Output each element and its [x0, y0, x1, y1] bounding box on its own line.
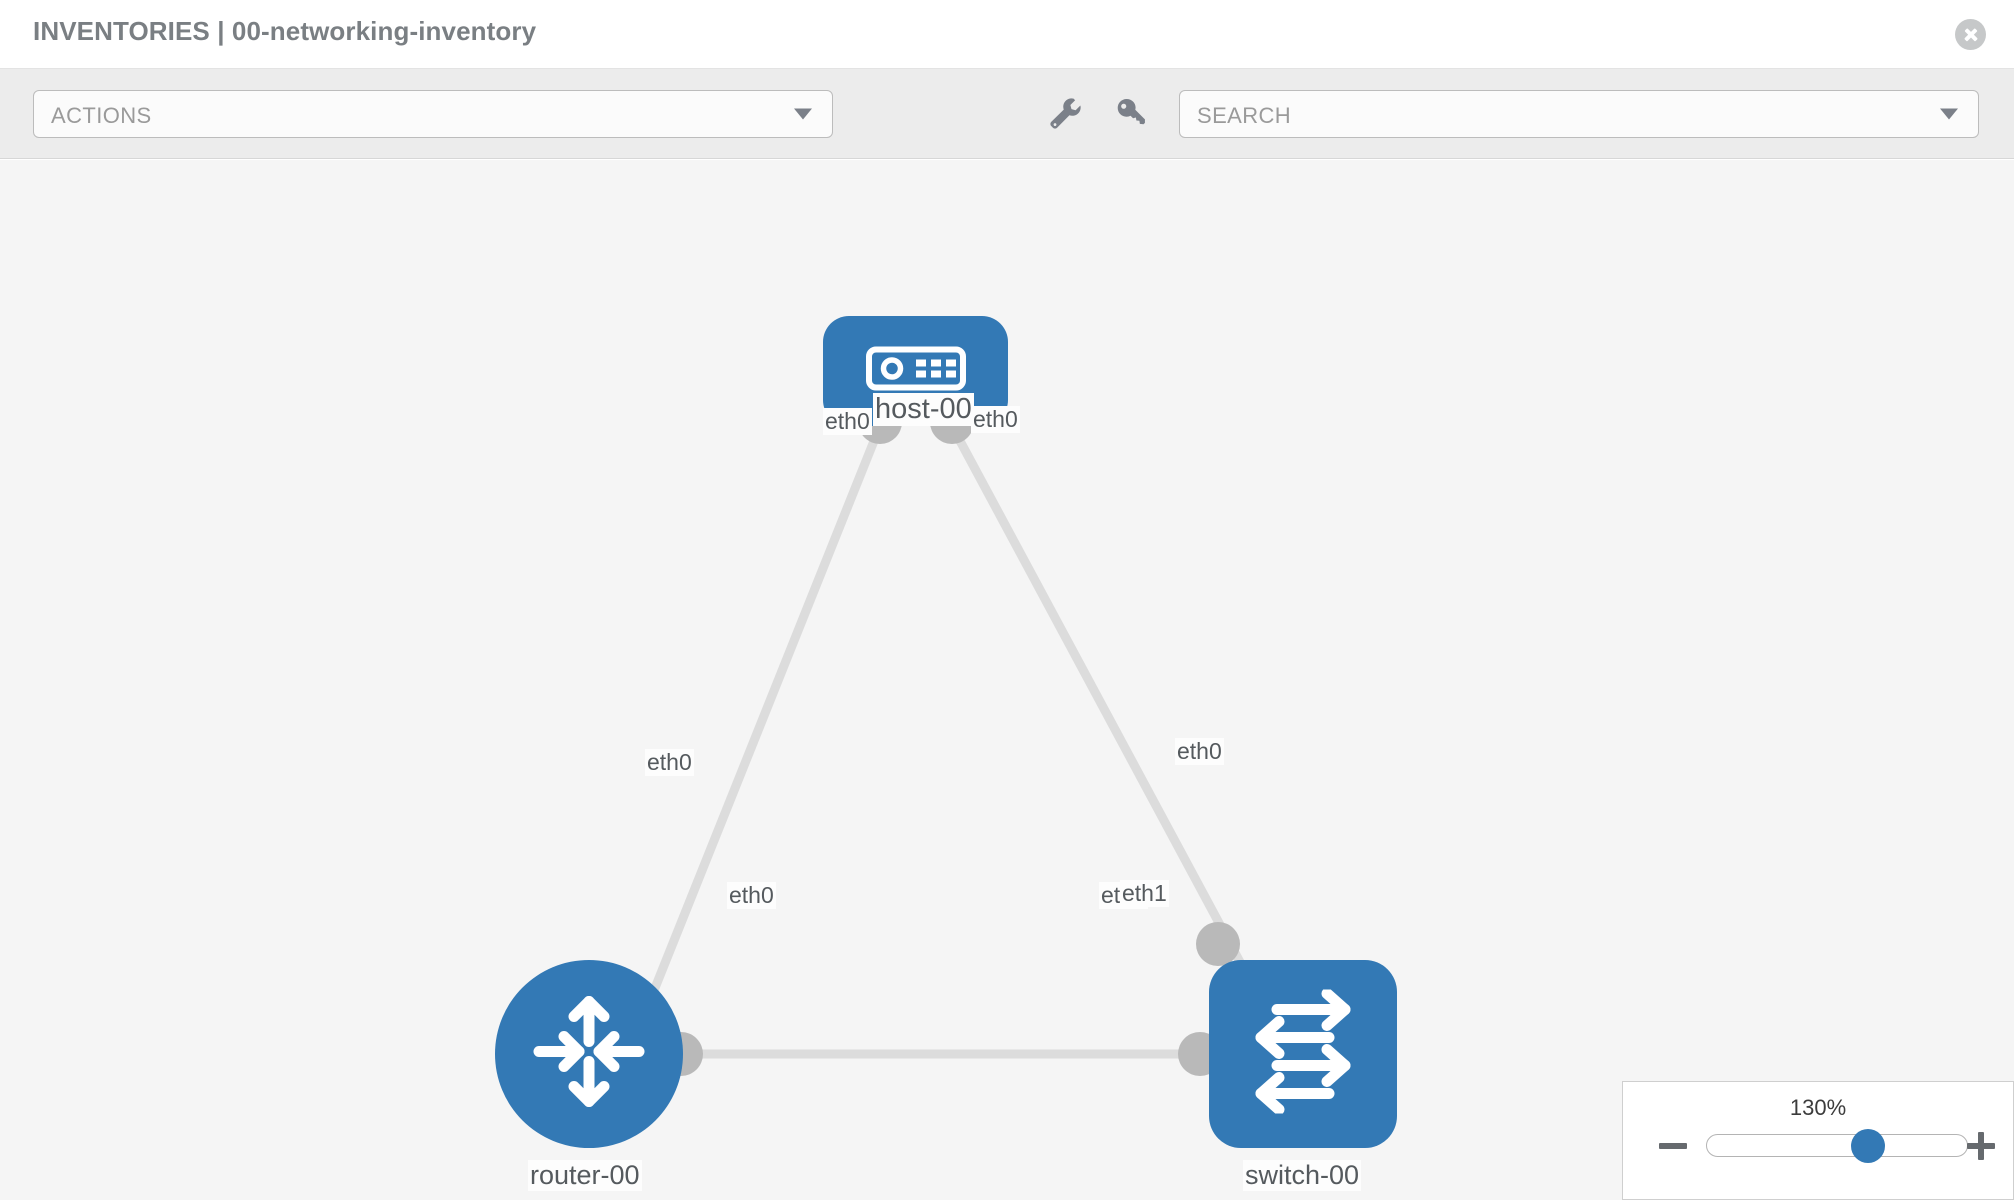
search-input[interactable]: SEARCH — [1179, 90, 1979, 138]
minus-icon[interactable] — [1659, 1132, 1687, 1160]
toolbar: ACTIONS SEARCH — [0, 69, 2014, 159]
zoom-control: 130% — [1622, 1081, 2014, 1200]
edge-label-switch-left: eth1 — [1120, 880, 1169, 907]
node-label-router-00: router-00 — [528, 1160, 642, 1191]
node-router-00-shape — [495, 960, 683, 1148]
actions-dropdown-label: ACTIONS — [51, 103, 152, 128]
edge-label-router-uplink: eth0 — [645, 749, 694, 776]
plus-icon[interactable] — [1967, 1132, 1995, 1160]
node-router-00[interactable] — [495, 960, 683, 1148]
search-placeholder: SEARCH — [1197, 103, 1292, 128]
zoom-slider[interactable] — [1706, 1128, 1968, 1163]
node-switch-00-shape — [1209, 960, 1397, 1148]
page-header: INVENTORIES | 00-networking-inventory — [0, 0, 2014, 69]
router-arrows-icon — [529, 992, 649, 1117]
zoom-slider-thumb[interactable] — [1851, 1128, 1886, 1163]
server-icon — [865, 344, 966, 399]
port-switch-eth0[interactable] — [1196, 922, 1240, 966]
close-icon[interactable] — [1955, 19, 1986, 50]
edge-label-switch-uplink: eth0 — [1175, 738, 1224, 765]
wrench-icon[interactable] — [1046, 95, 1084, 133]
node-label-switch-00: switch-00 — [1243, 1160, 1362, 1191]
node-switch-00[interactable] — [1209, 960, 1397, 1148]
page-title: INVENTORIES | 00-networking-inventory — [33, 16, 537, 46]
switch-arrows-icon — [1241, 988, 1365, 1119]
edge-label-host-right: eth0 — [971, 406, 1020, 433]
chevron-down-icon — [794, 108, 812, 120]
topology-links — [646, 423, 1244, 1059]
topology-canvas[interactable]: host-00 router-00 switch-00 eth0 eth0 et… — [0, 160, 2014, 1200]
node-label-host-00: host-00 — [873, 393, 974, 426]
zoom-percent-label: 130% — [1789, 1095, 1847, 1120]
actions-dropdown[interactable]: ACTIONS — [33, 90, 833, 138]
key-icon[interactable] — [1112, 95, 1150, 133]
chevron-down-icon — [1940, 108, 1958, 120]
edge-label-router-right: eth0 — [727, 882, 776, 909]
edge-label-host-left: eth0 — [823, 408, 872, 435]
